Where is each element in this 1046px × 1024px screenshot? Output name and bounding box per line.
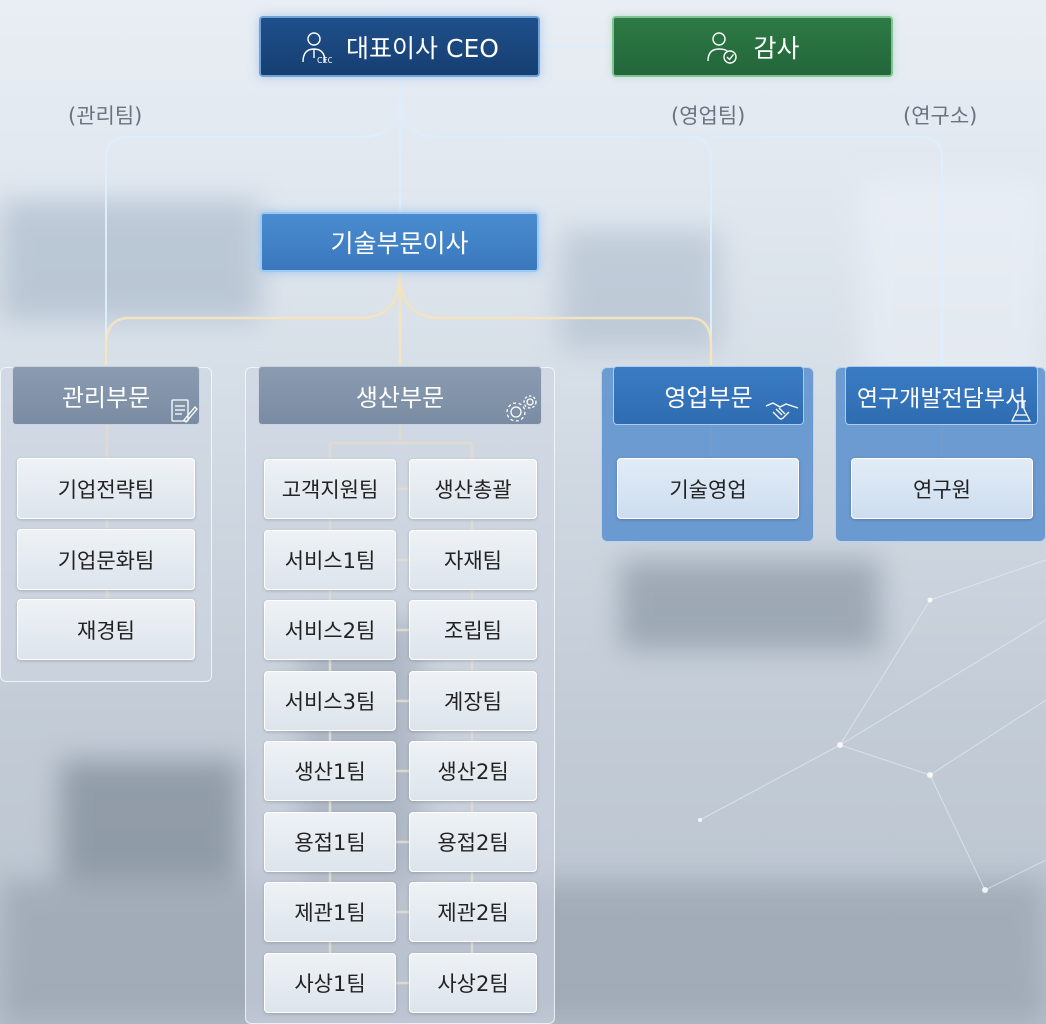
production-team-item: 고객지원팀 xyxy=(264,459,396,519)
sales-dept-header: 영업부문 xyxy=(613,366,804,425)
audit-box: 감사 xyxy=(612,16,893,77)
team-label: 자재팀 xyxy=(444,549,502,573)
production-team-item: 서비스1팀 xyxy=(264,530,396,590)
production-team-item: 서비스3팀 xyxy=(264,671,396,731)
team-label: 재경팀 xyxy=(77,618,135,643)
production-team-item: 용접1팀 xyxy=(264,812,396,872)
ceo-box: CEO 대표이사 CEO xyxy=(259,16,540,77)
team-label: 고객지원팀 xyxy=(281,478,379,502)
production-team-item: 생산총괄 xyxy=(409,459,537,519)
checked-person-icon xyxy=(705,30,739,64)
rnd-dept-header: 연구개발전담부서 xyxy=(845,366,1038,425)
production-team-item: 사상2팀 xyxy=(409,953,537,1013)
team-label: 사상1팀 xyxy=(294,972,366,996)
production-team-item: 생산1팀 xyxy=(264,741,396,801)
document-pen-icon xyxy=(170,398,198,424)
team-label: 제관1팀 xyxy=(294,901,366,925)
team-label: 서비스1팀 xyxy=(284,549,376,573)
production-dept-title: 생산부문 xyxy=(355,384,445,412)
team-label: 제관2팀 xyxy=(437,901,509,925)
audit-title: 감사 xyxy=(753,33,800,63)
admin-dept-title: 관리부문 xyxy=(61,384,151,412)
production-team-item: 조립팀 xyxy=(409,600,537,660)
team-label: 사상2팀 xyxy=(437,972,509,996)
production-team-item: 서비스2팀 xyxy=(264,600,396,660)
research-label: (연구소) xyxy=(903,104,978,128)
ceo-title: 대표이사 CEO xyxy=(346,33,499,63)
sales-team-item: 기술영업 xyxy=(617,458,799,519)
team-label: 연구원 xyxy=(913,477,971,502)
team-label: 용접1팀 xyxy=(294,831,366,855)
team-label: 서비스3팀 xyxy=(284,690,376,714)
admin-team-item: 기업전략팀 xyxy=(17,458,195,519)
team-label: 용접2팀 xyxy=(437,831,509,855)
admin-team-label: (관리팀) xyxy=(68,104,143,128)
team-label: 생산2팀 xyxy=(437,760,509,784)
team-label: 기술영업 xyxy=(669,477,747,502)
production-team-item: 생산2팀 xyxy=(409,741,537,801)
sales-dept-title: 영업부문 xyxy=(664,384,753,412)
team-label: 서비스2팀 xyxy=(284,619,376,643)
production-team-item: 사상1팀 xyxy=(264,953,396,1013)
svg-text:CEO: CEO xyxy=(317,56,332,64)
team-label: 생산총괄 xyxy=(434,478,512,502)
admin-team-item: 기업문화팀 xyxy=(17,529,195,590)
flask-icon xyxy=(1008,398,1034,424)
production-team-item: 용접2팀 xyxy=(409,812,537,872)
tech-director-title: 기술부문이사 xyxy=(330,229,469,258)
production-team-item: 제관1팀 xyxy=(264,882,396,942)
handshake-icon xyxy=(764,398,800,424)
admin-team-item: 재경팀 xyxy=(17,599,195,660)
rnd-team-item: 연구원 xyxy=(851,458,1033,519)
team-label: 생산1팀 xyxy=(294,760,366,784)
production-dept-header: 생산부문 xyxy=(258,366,542,425)
production-team-item: 자재팀 xyxy=(409,530,537,590)
gears-icon xyxy=(504,394,538,424)
tech-director-box: 기술부문이사 xyxy=(260,212,539,272)
team-label: 계장팀 xyxy=(444,690,502,714)
team-label: 기업문화팀 xyxy=(57,548,155,573)
team-label: 조립팀 xyxy=(444,619,502,643)
admin-dept-header: 관리부문 xyxy=(12,366,200,425)
rnd-dept-title: 연구개발전담부서 xyxy=(856,385,1027,412)
ceo-person-icon: CEO xyxy=(300,30,332,64)
sales-team-label: (영업팀) xyxy=(671,104,746,128)
production-team-item: 계장팀 xyxy=(409,671,537,731)
team-label: 기업전략팀 xyxy=(57,477,155,502)
production-team-item: 제관2팀 xyxy=(409,882,537,942)
